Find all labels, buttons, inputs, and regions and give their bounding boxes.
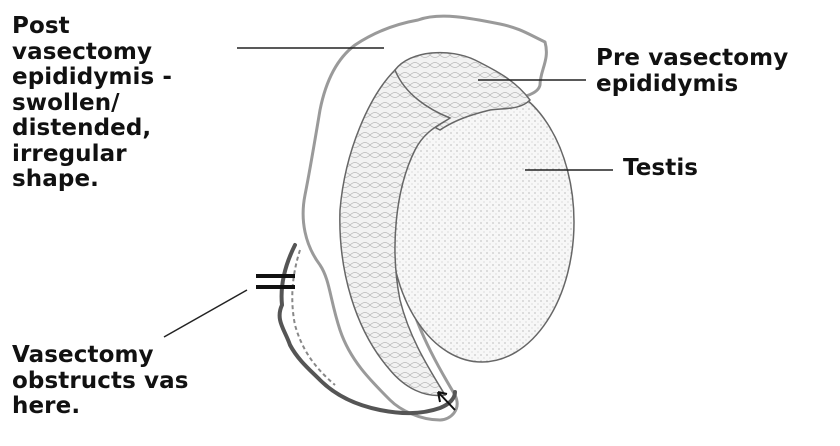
label-line: irregular — [12, 142, 172, 168]
label-line: Pre vasectomy — [596, 46, 788, 72]
label-line: epididymis - — [12, 65, 172, 91]
label-line: Vasectomy — [12, 343, 189, 369]
label-line: distended, — [12, 116, 172, 142]
label-line: vasectomy — [12, 40, 172, 66]
label-post-vasectomy-epididymis: Post vasectomy epididymis - swollen/ dis… — [12, 14, 172, 193]
label-pre-vasectomy-epididymis: Pre vasectomy epididymis — [596, 46, 788, 97]
label-testis: Testis — [623, 156, 698, 182]
label-line: here. — [12, 394, 189, 420]
label-line: Testis — [623, 156, 698, 182]
label-line: obstructs vas — [12, 369, 189, 395]
label-line: epididymis — [596, 72, 788, 98]
label-vasectomy-site: Vasectomy obstructs vas here. — [12, 343, 189, 420]
leader-vasectomy-site — [164, 290, 247, 337]
label-line: shape. — [12, 167, 172, 193]
label-line: Post — [12, 14, 172, 40]
label-line: swollen/ — [12, 91, 172, 117]
